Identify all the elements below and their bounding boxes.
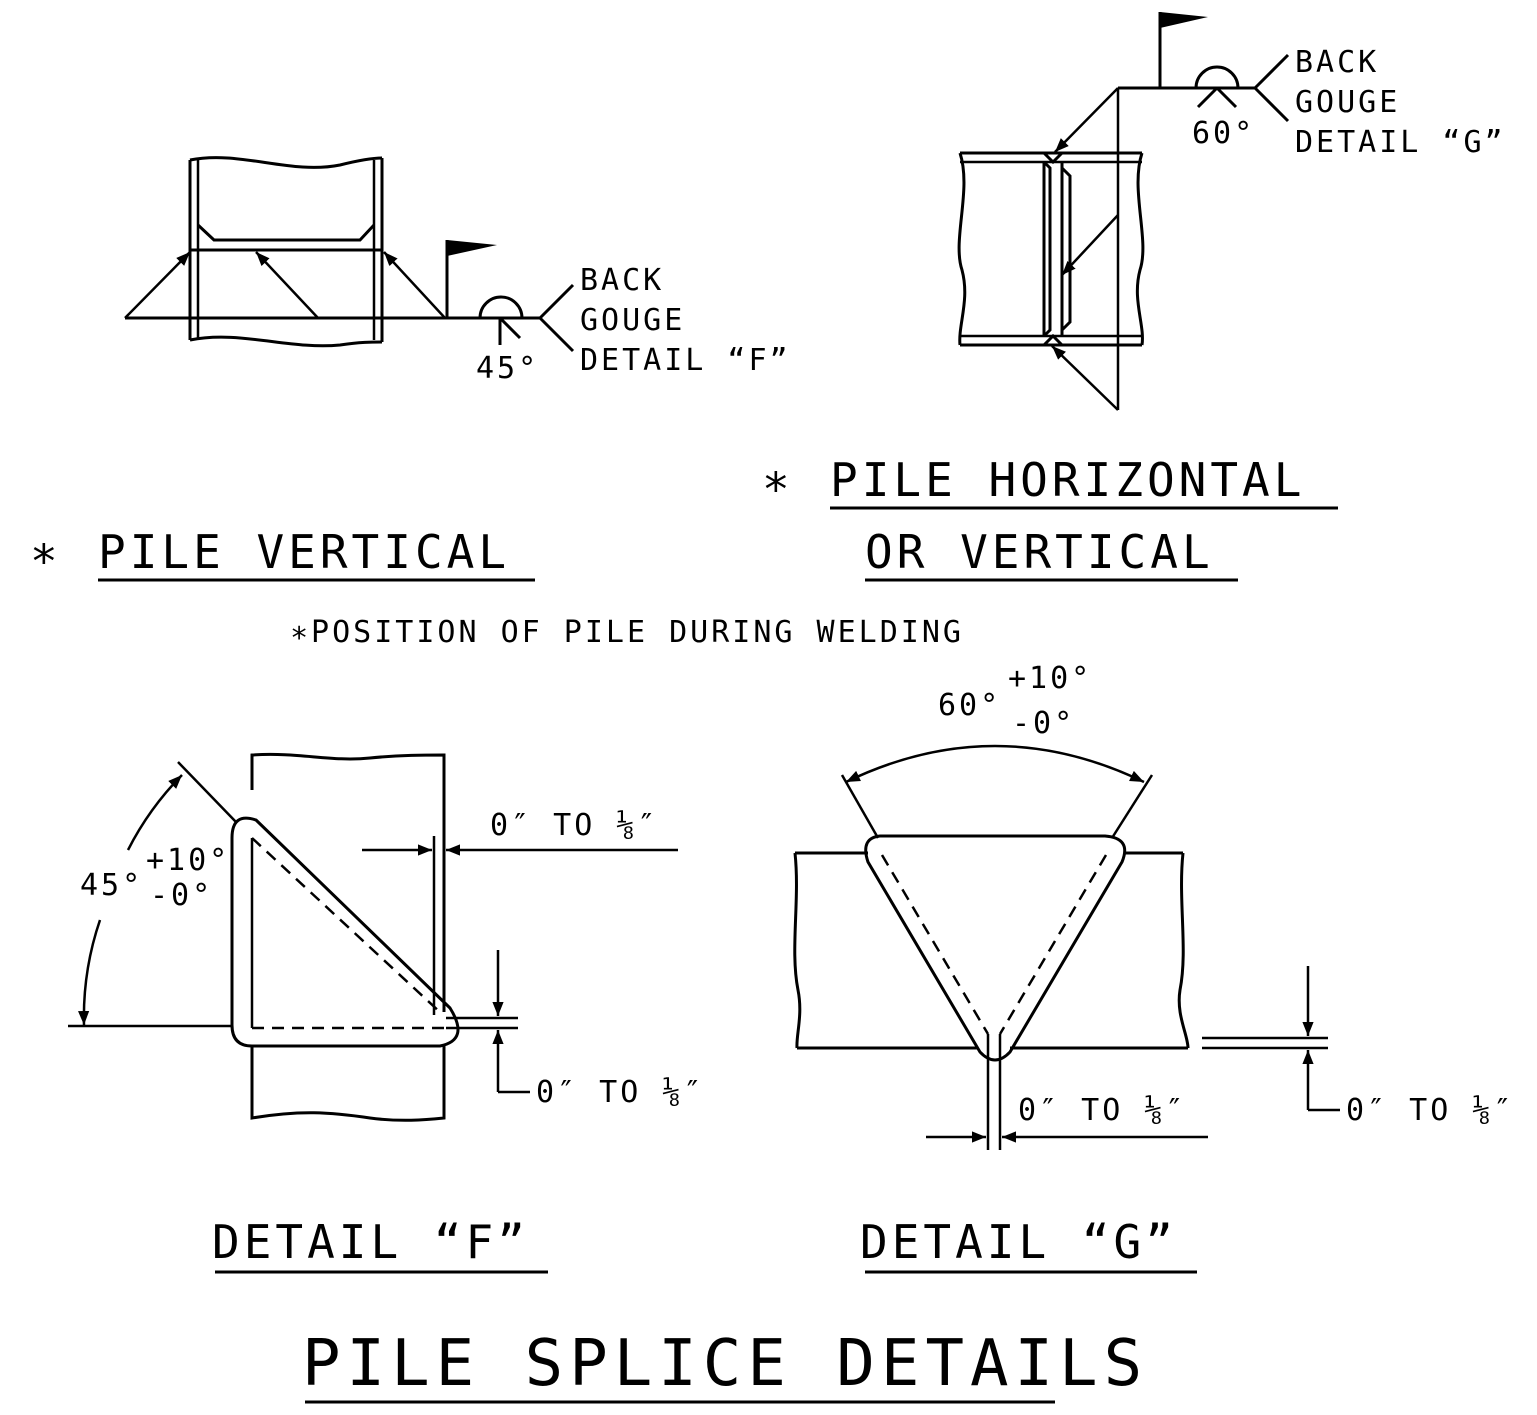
detail-g-tol-minus: -0° bbox=[1012, 706, 1075, 741]
detail-f-tol-minus: -0° bbox=[150, 878, 213, 913]
weld-g-note-3: DETAIL “G” bbox=[1295, 125, 1506, 160]
field-weld-flag-icon bbox=[1160, 12, 1208, 28]
weld-g-note-2: GOUGE bbox=[1295, 85, 1400, 120]
detail-g-title: DETAIL “G” bbox=[860, 1215, 1177, 1269]
break-line-right bbox=[1135, 152, 1145, 346]
pile-vertical-heading: PILE VERTICAL bbox=[98, 525, 510, 579]
detail-f-gap-side: 0″ TO ⅛″ bbox=[490, 808, 659, 843]
detail-g-gap-side: 0″ TO ⅛″ bbox=[1346, 1093, 1515, 1128]
break-line-left bbox=[793, 852, 802, 1049]
break-line-left bbox=[957, 152, 967, 346]
detail-f-gap-bottom: 0″ TO ⅛″ bbox=[536, 1075, 705, 1110]
weld-g-note-1: BACK bbox=[1295, 45, 1379, 80]
pile-bottom-break bbox=[189, 335, 383, 348]
weld-f-note-2: GOUGE bbox=[580, 303, 685, 338]
detail-g: 60° +10° -0° 0″ TO ⅛″ 0″ TO ⅛″ DETAIL “G… bbox=[793, 661, 1515, 1274]
weld-g-angle: 60° bbox=[1192, 116, 1255, 151]
pile-horizontal-heading-2: OR VERTICAL bbox=[865, 525, 1214, 579]
field-weld-flag-icon bbox=[447, 240, 497, 256]
main-title: PILE SPLICE DETAILS bbox=[302, 1327, 1148, 1401]
back-weld-symbol-icon bbox=[478, 295, 524, 319]
weld-f-note-3: DETAIL “F” bbox=[580, 343, 791, 378]
pile-horizontal-heading-1: PILE HORIZONTAL bbox=[830, 453, 1305, 507]
detail-g-angle: 60° bbox=[938, 688, 1001, 723]
weld-f-angle: 45° bbox=[476, 351, 539, 386]
weld-f-outline bbox=[230, 816, 460, 1048]
detail-f-angle: 45° bbox=[80, 868, 143, 903]
back-weld-symbol-icon bbox=[1194, 65, 1240, 89]
weld-g-outline bbox=[864, 834, 1127, 1062]
detail-g-gap-root: 0″ TO ⅛″ bbox=[1018, 1093, 1187, 1128]
detail-f-tol-plus: +10° bbox=[146, 843, 230, 878]
pile-top-break bbox=[189, 156, 383, 169]
pile-vertical-asterisk: ∗ bbox=[30, 525, 62, 579]
pile-horizontal-view: BACK GOUGE DETAIL “G” 60° bbox=[957, 12, 1506, 411]
position-note: ∗POSITION OF PILE DURING WELDING bbox=[290, 615, 964, 650]
break-line-right bbox=[1177, 852, 1190, 1049]
pile-horizontal-asterisk: ∗ bbox=[762, 453, 794, 507]
detail-g-tol-plus: +10° bbox=[1008, 661, 1092, 696]
pile-vertical-view: BACK GOUGE DETAIL “F” 45° bbox=[124, 156, 791, 386]
detail-f: 45° +10° -0° 0″ TO ⅛″ 0″ TO ⅛″ DETAIL “F… bbox=[68, 752, 705, 1274]
weld-f-note-1: BACK bbox=[580, 263, 664, 298]
detail-f-title: DETAIL “F” bbox=[212, 1215, 529, 1269]
